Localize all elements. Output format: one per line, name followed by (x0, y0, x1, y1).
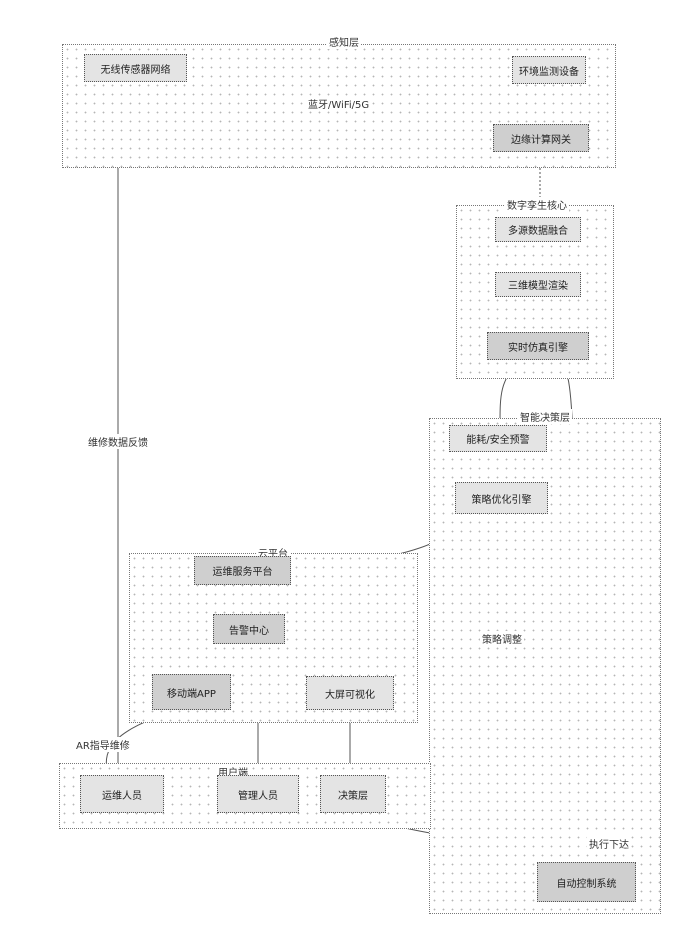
node-model-render[interactable]: 三维模型渲染 (495, 272, 581, 297)
cluster-twin-label: 数字孪生核心 (505, 197, 569, 212)
node-sensor-network[interactable]: 无线传感器网络 (84, 54, 187, 82)
node-edge-gateway[interactable]: 边缘计算网关 (493, 124, 589, 152)
node-decision[interactable]: 决策层 (320, 775, 386, 813)
node-ops-platform[interactable]: 运维服务平台 (194, 556, 291, 585)
node-realtime-sim[interactable]: 实时仿真引擎 (487, 332, 589, 360)
cluster-decide-label: 智能决策层 (518, 409, 572, 424)
node-strategy-engine[interactable]: 策略优化引擎 (455, 482, 548, 514)
edge-label-feedback: 维修数据反馈 (86, 434, 150, 449)
node-auto-control[interactable]: 自动控制系统 (537, 862, 636, 902)
node-energy-mgmt[interactable]: 能耗/安全预警 (449, 425, 547, 452)
node-env-monitor[interactable]: 环境监测设备 (512, 56, 586, 84)
node-data-fusion[interactable]: 多源数据融合 (495, 217, 581, 242)
edge-label-strategy-adjust: 策略调整 (480, 631, 524, 646)
node-mobile-app[interactable]: 移动端APP (152, 674, 231, 710)
edge-label-ar-guide: AR指导维修 (74, 737, 132, 752)
node-manager[interactable]: 管理人员 (217, 775, 299, 813)
node-ops-person[interactable]: 运维人员 (80, 775, 164, 813)
cluster-sense-label: 感知层 (327, 34, 361, 49)
node-bigscreen[interactable]: 大屏可视化 (306, 676, 394, 710)
edge-label-protocol: 蓝牙/WiFi/5G (306, 96, 371, 111)
edge-label-execute: 执行下达 (587, 836, 631, 851)
node-alarm-center[interactable]: 告警中心 (213, 614, 285, 644)
